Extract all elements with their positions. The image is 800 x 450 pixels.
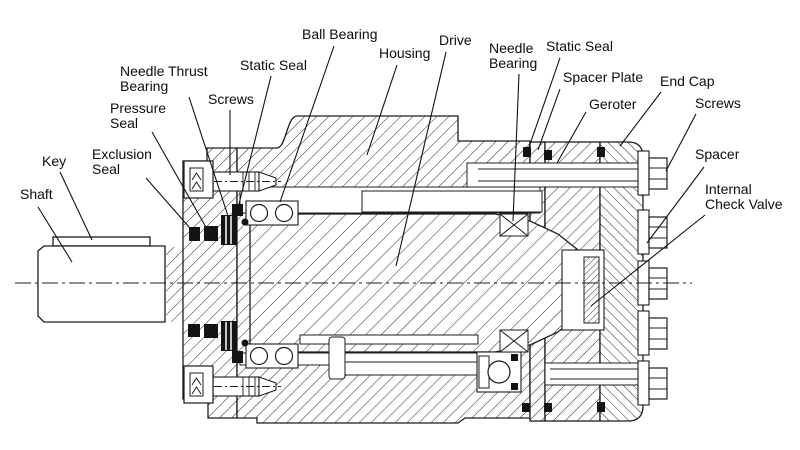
needle-bearing-top	[499, 213, 529, 237]
leader-end-cap	[619, 91, 662, 147]
bolt-channel-top	[466, 162, 644, 188]
label-spacer-plate: Spacer Plate	[563, 69, 644, 85]
cap-screw-top	[183, 160, 281, 199]
label-key: Key	[42, 153, 67, 169]
label-needle-bearing: Needle Bearing	[489, 40, 538, 71]
internal-check-valve-part	[561, 249, 605, 331]
label-ball-bearing: Ball Bearing	[302, 26, 378, 42]
ball-bearing-bottom	[245, 343, 299, 369]
leader-geroter	[556, 111, 587, 164]
exclusion-seal-part	[204, 226, 218, 241]
leader-needle-bearing	[512, 73, 520, 222]
leader-drive	[395, 51, 447, 267]
label-pressure-seal: Pressure Seal	[110, 100, 167, 131]
static-seal-right-part	[523, 147, 531, 157]
static-seal-left-part	[232, 204, 243, 216]
end-cap-bolts	[637, 150, 668, 406]
bolt-channel-bottom	[544, 362, 644, 386]
port-stub	[328, 336, 346, 380]
leader-exclusion-seal	[145, 177, 197, 236]
leader-housing	[366, 64, 398, 156]
leader-internal-check-valve	[590, 214, 706, 307]
ball-bearing-top	[245, 200, 299, 226]
label-end-cap: End Cap	[660, 73, 715, 89]
leader-static-seal-right	[527, 57, 561, 151]
leader-key	[59, 171, 93, 241]
label-geroter: Geroter	[589, 96, 637, 112]
cap-screw-bottom	[183, 365, 281, 404]
needle-thrust-bearing-part	[221, 215, 237, 351]
label-static-seal-right: Static Seal	[546, 38, 613, 54]
leader-static-seal-left	[238, 75, 272, 205]
leader-spacer-plate	[537, 88, 561, 151]
label-exclusion-seal: Exclusion Seal	[92, 146, 152, 177]
label-drive: Drive	[439, 32, 472, 48]
leader-screws-right	[665, 113, 697, 172]
shaft-part	[37, 245, 166, 323]
label-screws-right: Screws	[695, 95, 741, 111]
leader-pressure-seal	[151, 131, 208, 230]
label-housing: Housing	[379, 45, 431, 61]
drive-slot	[361, 190, 543, 213]
label-screws-left: Screws	[208, 91, 254, 107]
port-horizontal	[344, 361, 478, 376]
label-shaft: Shaft	[20, 186, 53, 202]
leader-ball-bearing	[279, 45, 335, 203]
leader-shaft	[37, 206, 73, 263]
leader-needle-thrust-bearing	[188, 96, 229, 217]
label-static-seal-left: Static Seal	[240, 57, 307, 73]
label-needle-thrust-bearing: Needle Thrust Bearing	[120, 63, 208, 94]
port-strip	[299, 334, 479, 345]
needle-bearing-bottom	[499, 329, 529, 353]
label-internal-check-valve: Internal Check Valve	[705, 181, 783, 212]
leader-spacer	[646, 166, 705, 244]
key-part	[52, 236, 151, 247]
label-spacer: Spacer	[695, 146, 740, 162]
check-valve-ball-assembly	[476, 351, 522, 393]
